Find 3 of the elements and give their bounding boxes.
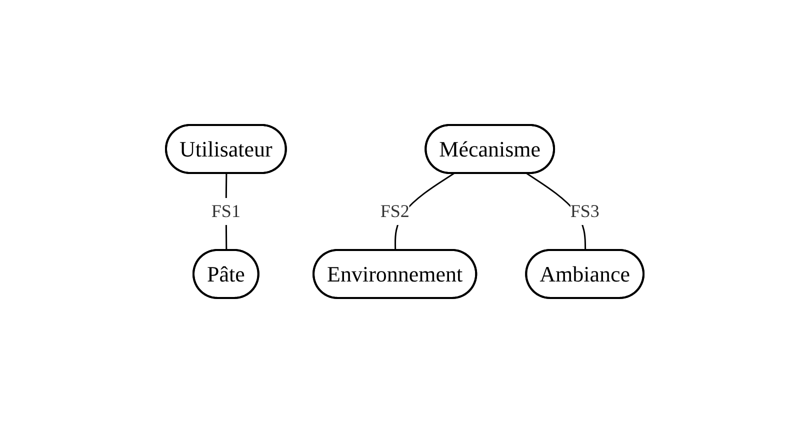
edge-label: FS1 [211, 200, 240, 221]
edge-label: FS2 [380, 200, 410, 221]
edge-label: FS3 [570, 200, 600, 221]
